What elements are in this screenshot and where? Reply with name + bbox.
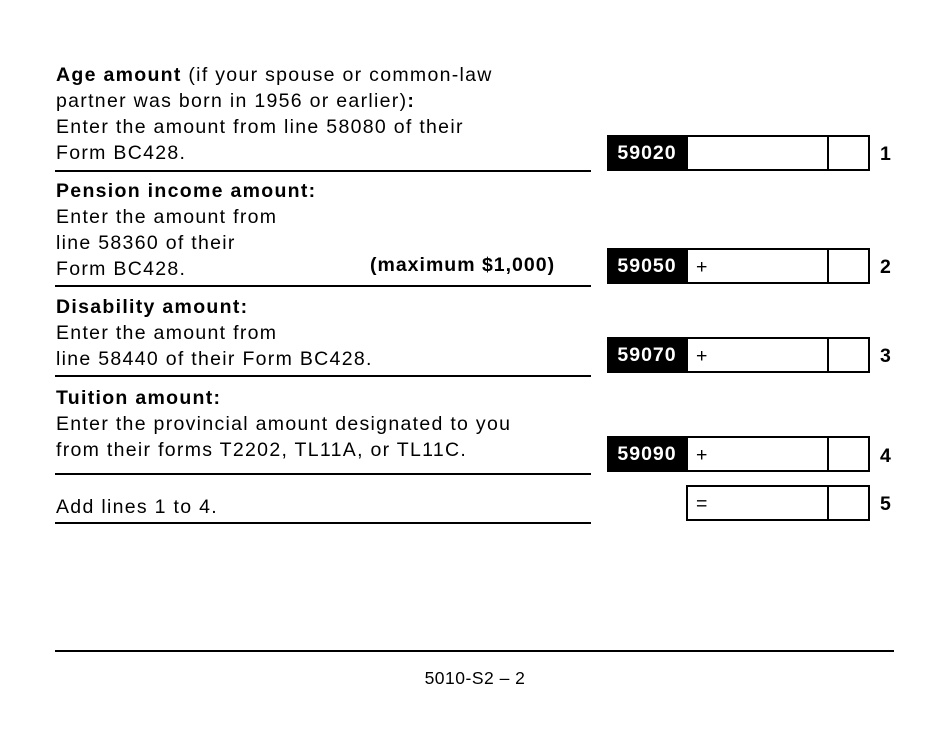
- total-divider: [55, 522, 591, 524]
- line-number-5: 5: [880, 493, 891, 515]
- tuition-amount-instruction-line2: from their forms T2202, TL11A, or TL11C.: [56, 439, 468, 461]
- age-amount-divider: [55, 170, 591, 172]
- age-amount-heading-line: Age amount (if your spouse or common-law: [56, 62, 493, 88]
- line-number-2: 2: [880, 256, 891, 278]
- disability-amount-title: Disability amount:: [56, 296, 249, 318]
- total-dollars-field[interactable]: =: [686, 485, 829, 521]
- plus-operator: +: [696, 444, 708, 466]
- age-amount-instruction: Enter the amount from line 58080 of thei…: [56, 116, 464, 138]
- age-amount-note-line2: partner was born in 1956 or earlier):: [56, 88, 415, 114]
- pension-amount-instruction-line3: Form BC428.: [56, 258, 187, 280]
- total-cents-field[interactable]: [827, 485, 870, 521]
- tuition-amount-dollars-field[interactable]: +: [686, 436, 829, 472]
- line-number-4: 4: [880, 445, 891, 467]
- line-code-59050: 59050: [607, 248, 687, 284]
- tuition-amount-instruction: Enter the provincial amount designated t…: [56, 413, 512, 435]
- pension-amount-instruction: Enter the amount from: [56, 206, 278, 228]
- plus-operator: +: [696, 345, 708, 367]
- disability-amount-instruction-line2: line 58440 of their Form BC428.: [56, 348, 373, 370]
- age-amount-note: (if your spouse or common-law: [181, 64, 493, 86]
- pension-amount-dollars-field[interactable]: +: [686, 248, 829, 284]
- equals-operator: =: [696, 493, 708, 515]
- line-code-59020: 59020: [607, 135, 687, 171]
- pension-maximum-note: (maximum $1,000): [370, 254, 556, 276]
- line-code-59070: 59070: [607, 337, 687, 373]
- line-number-3: 3: [880, 345, 891, 367]
- plus-operator: +: [696, 256, 708, 278]
- total-instruction: Add lines 1 to 4.: [56, 496, 218, 518]
- tuition-amount-divider: [55, 473, 591, 475]
- age-amount-title: Age amount: [56, 64, 182, 86]
- pension-amount-instruction-line2: line 58360 of their: [56, 232, 236, 254]
- line-code-59090: 59090: [607, 436, 687, 472]
- age-amount-instruction-line2: Form BC428.: [56, 142, 187, 164]
- page-number: 5010-S2 – 2: [424, 668, 526, 688]
- age-amount-cents-field[interactable]: [827, 135, 870, 171]
- footer-divider: [55, 650, 894, 652]
- tuition-amount-cents-field[interactable]: [827, 436, 870, 472]
- age-amount-note-text: partner was born in 1956 or earlier): [56, 90, 408, 112]
- disability-amount-dollars-field[interactable]: +: [686, 337, 829, 373]
- pension-amount-title: Pension income amount:: [56, 180, 317, 202]
- pension-amount-cents-field[interactable]: [827, 248, 870, 284]
- disability-amount-divider: [55, 375, 591, 377]
- disability-amount-instruction: Enter the amount from: [56, 322, 278, 344]
- age-amount-colon: :: [407, 90, 416, 112]
- pension-amount-divider: [55, 285, 591, 287]
- tuition-amount-title: Tuition amount:: [56, 387, 222, 409]
- age-amount-dollars-field[interactable]: [686, 135, 829, 171]
- line-number-1: 1: [880, 143, 891, 165]
- disability-amount-cents-field[interactable]: [827, 337, 870, 373]
